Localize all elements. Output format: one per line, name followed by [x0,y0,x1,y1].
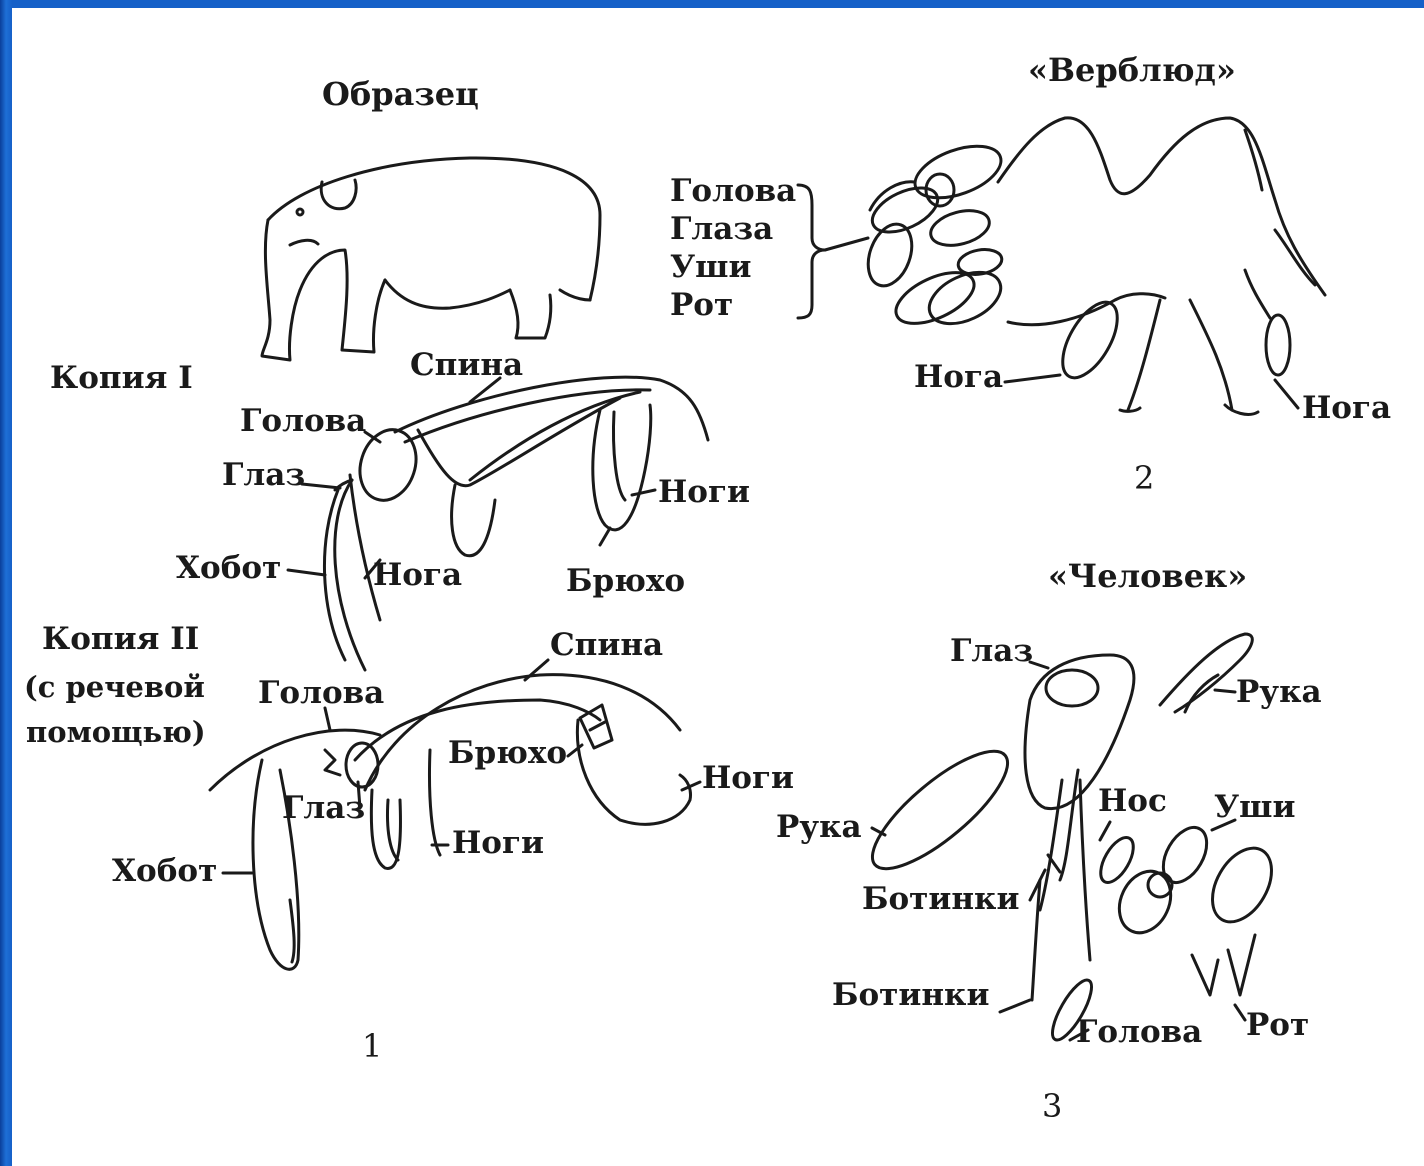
human-label-boots-2: Ботинки [832,980,989,1011]
copy1-label-head: Голова [240,406,366,437]
copy2-label-head: Голова [258,678,384,709]
copy2-label-legs: Ноги [452,828,544,859]
copy2-label-legs-right: Ноги [702,763,794,794]
human-label-boots-1: Ботинки [862,884,1019,915]
human-title: «Человек» [1048,560,1247,592]
camel-label-leg-left: Нога [914,362,1003,393]
panel2-number: 2 [1134,462,1154,494]
human-label-arm-left: Рука [776,812,862,843]
copy1-label-trunk: Хобот [176,553,281,584]
human-label-arm-right: Рука [1236,677,1322,708]
sample-elephant-drawing [262,158,600,360]
camel-label-leg-right: Нога [1302,393,1391,424]
copy1-label-back: Спина [410,350,523,381]
camel-label-head: Голова [670,176,796,207]
copy1-label-legs: Ноги [658,477,750,508]
human-label-ears: Уши [1214,792,1295,823]
camel-title: «Верблюд» [1028,54,1236,86]
copy1-label-eye: Глаз [222,460,305,491]
copy2-label-eye: Глаз [282,793,365,824]
human-label-head: Голова [1076,1017,1202,1048]
copy1-label-leg: Нога [373,560,462,591]
camel-label-bracket [798,185,825,318]
copy2-label-back: Спина [550,630,663,661]
camel-label-ears: Уши [670,252,751,283]
copy1-label-belly: Брюхо [566,566,685,597]
camel-label-mouth: Рот [670,290,733,321]
copy2-label-trunk: Хобот [112,856,217,887]
human-label-mouth: Рот [1246,1010,1309,1041]
copy2-title-line1: Копия II [42,624,199,655]
copy1-title: Копия I [50,363,193,394]
sample-title: Образец [322,78,479,110]
camel-label-eyes: Глаза [670,214,773,245]
copy2-label-belly: Брюхо [448,738,567,769]
copy2-title-line3: помощью) [26,718,206,747]
panel3-number: 3 [1042,1090,1062,1122]
human-label-eye: Глаз [950,636,1033,667]
human-label-nose: Нос [1098,786,1167,817]
panel1-number: 1 [362,1030,382,1062]
copy2-title-line2: (с речевой [24,673,205,702]
